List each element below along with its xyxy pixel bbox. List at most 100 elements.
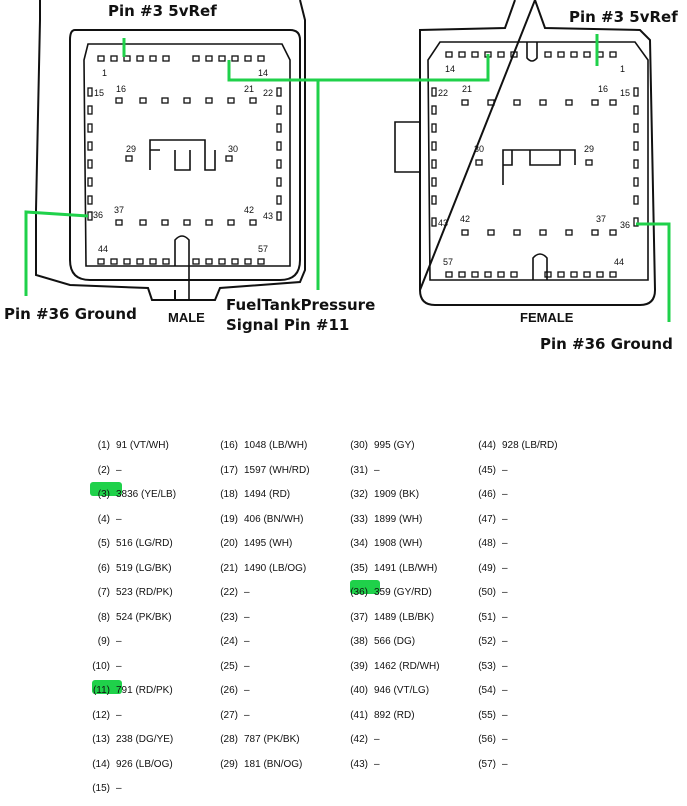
male-label-43: 43 [263, 211, 273, 221]
pin-number: (24) [220, 636, 238, 647]
pin-wire: 791 (RD/PK) [116, 685, 173, 696]
pin-number: (47) [478, 513, 496, 525]
pin-row: (52)– [478, 635, 508, 649]
female-pin-labels: 14 1 22 21 16 15 30 29 43 42 37 36 57 44… [438, 64, 630, 325]
pin-wire: 3836 (YE/LB) [116, 489, 177, 500]
male-bottom-row-right [192, 258, 265, 265]
pin-row: (56)– [478, 733, 507, 747]
pin-number: (8) [97, 611, 110, 623]
annotation-wires [24, 34, 671, 322]
pin-wire: 1909 (BK) [374, 489, 420, 500]
pin-number: (15) [92, 783, 110, 794]
male-inner [83, 43, 291, 267]
pin-row: (18)1494 (RD) [220, 488, 290, 502]
male-key [149, 139, 216, 171]
pin-row: (22)– [220, 586, 250, 600]
pin-row: (37) 1489 (LB/BK) [350, 611, 434, 625]
pin-number: (21) [220, 562, 238, 574]
pin-wire: 995 (GY) [374, 440, 415, 451]
female-housing [418, 0, 657, 306]
female-second-row [461, 99, 617, 106]
pin-wire: – [502, 709, 508, 721]
pin-wire: 519 (LG/BK) [116, 562, 172, 574]
male-connector [35, 0, 306, 301]
pin-row: (38)566 (DG) [350, 635, 415, 649]
pin-number: (40) [350, 685, 368, 696]
pin-number: (37) [350, 611, 368, 623]
pin-wire: 516 (LG/RD) [116, 538, 173, 549]
pin-row: (24)– [220, 635, 249, 649]
pin-row: (32) 1909 (BK) [350, 488, 419, 502]
pin-row: (9)– [92, 635, 122, 649]
pin-wire: 787 (PK/BK) [244, 734, 300, 745]
female-label-16: 16 [598, 84, 608, 94]
female-pin-30 [475, 159, 483, 166]
pin-number: (38) [350, 636, 368, 647]
pin-number: (29) [220, 758, 238, 770]
pin-wire: – [116, 709, 122, 721]
pin-number: (7) [97, 587, 110, 598]
pin-number: (54) [478, 685, 496, 696]
pin-row: (53)– [478, 660, 507, 674]
male-label-29: 29 [126, 144, 136, 154]
pin-wire: – [374, 464, 380, 476]
label-female-5vref: Pin #3 5vRef [569, 8, 678, 26]
wire-interconnect [227, 54, 490, 82]
male-label-37: 37 [114, 205, 124, 215]
female-inner [427, 41, 649, 281]
pin-number: (26) [220, 685, 238, 696]
highlight-pin-36 [350, 580, 380, 594]
pin-row: (36)359 (GY/RD) [350, 586, 432, 600]
pin-row: (19)406 (BN/WH) [220, 513, 303, 527]
male-top-row-left [97, 55, 170, 62]
male-label-22: 22 [263, 88, 273, 98]
pin-wire: – [502, 611, 508, 623]
pin-row: (41)892 (RD) [350, 709, 414, 723]
pin-row: (44)928 (LB/RD) [478, 439, 558, 453]
pin-wire: 1908 (WH) [374, 538, 423, 549]
pin-wire: 1489 (LB/BK) [374, 611, 435, 623]
pin-wire: 1490 (LB/OG) [244, 562, 307, 574]
pin-number: (16) [220, 440, 238, 451]
pin-number: (32) [350, 489, 368, 500]
pin-wire: – [502, 489, 508, 500]
female-label-36: 36 [620, 220, 630, 230]
pin-wire: – [244, 587, 250, 598]
female-pin-29 [585, 159, 593, 166]
pin-number: (49) [478, 562, 496, 574]
pin-wire: – [374, 734, 380, 745]
pin-wire: – [502, 636, 508, 647]
male-label-44: 44 [98, 244, 108, 254]
female-label-57: 57 [443, 257, 453, 267]
label-male-5vref: Pin #3 5vRef [108, 2, 217, 20]
male-bottom-notch [174, 235, 190, 300]
wire-female-ground [636, 222, 671, 322]
pin-wire: – [502, 587, 508, 598]
pin-wire: – [116, 636, 122, 647]
pin-number: (6) [97, 562, 110, 574]
pin-number: (57) [478, 758, 496, 770]
male-pin-30 [225, 155, 233, 162]
pin-row: (13) 238 (DG/YE) [92, 733, 173, 747]
pin-number: (20) [220, 538, 238, 549]
pin-wire: 238 (DG/YE) [116, 734, 174, 745]
pin-row: (10)– [92, 660, 121, 674]
male-bottom-row-left [97, 258, 170, 265]
male-label-36: 36 [93, 210, 103, 220]
label-fuel-tank-pressure: FuelTankPressure [226, 296, 376, 314]
pin-number: (33) [350, 513, 368, 525]
pin-wire: 91 (VT/WH) [116, 440, 169, 451]
pin-number: (19) [220, 513, 238, 525]
wire-male-ground [24, 210, 89, 296]
pin-row: (54)– [478, 684, 507, 698]
female-label-14: 14 [445, 64, 455, 74]
pin-number: (14) [92, 758, 110, 770]
female-label-44: 44 [614, 257, 624, 267]
pin-number: (13) [92, 734, 110, 745]
pin-wire: – [244, 611, 250, 623]
highlight-pin-11 [92, 680, 122, 694]
pin-wire: 928 (LB/RD) [502, 440, 558, 451]
pin-number: (52) [478, 636, 496, 647]
pin-number: (46) [478, 489, 496, 500]
female-label-37: 37 [596, 214, 606, 224]
